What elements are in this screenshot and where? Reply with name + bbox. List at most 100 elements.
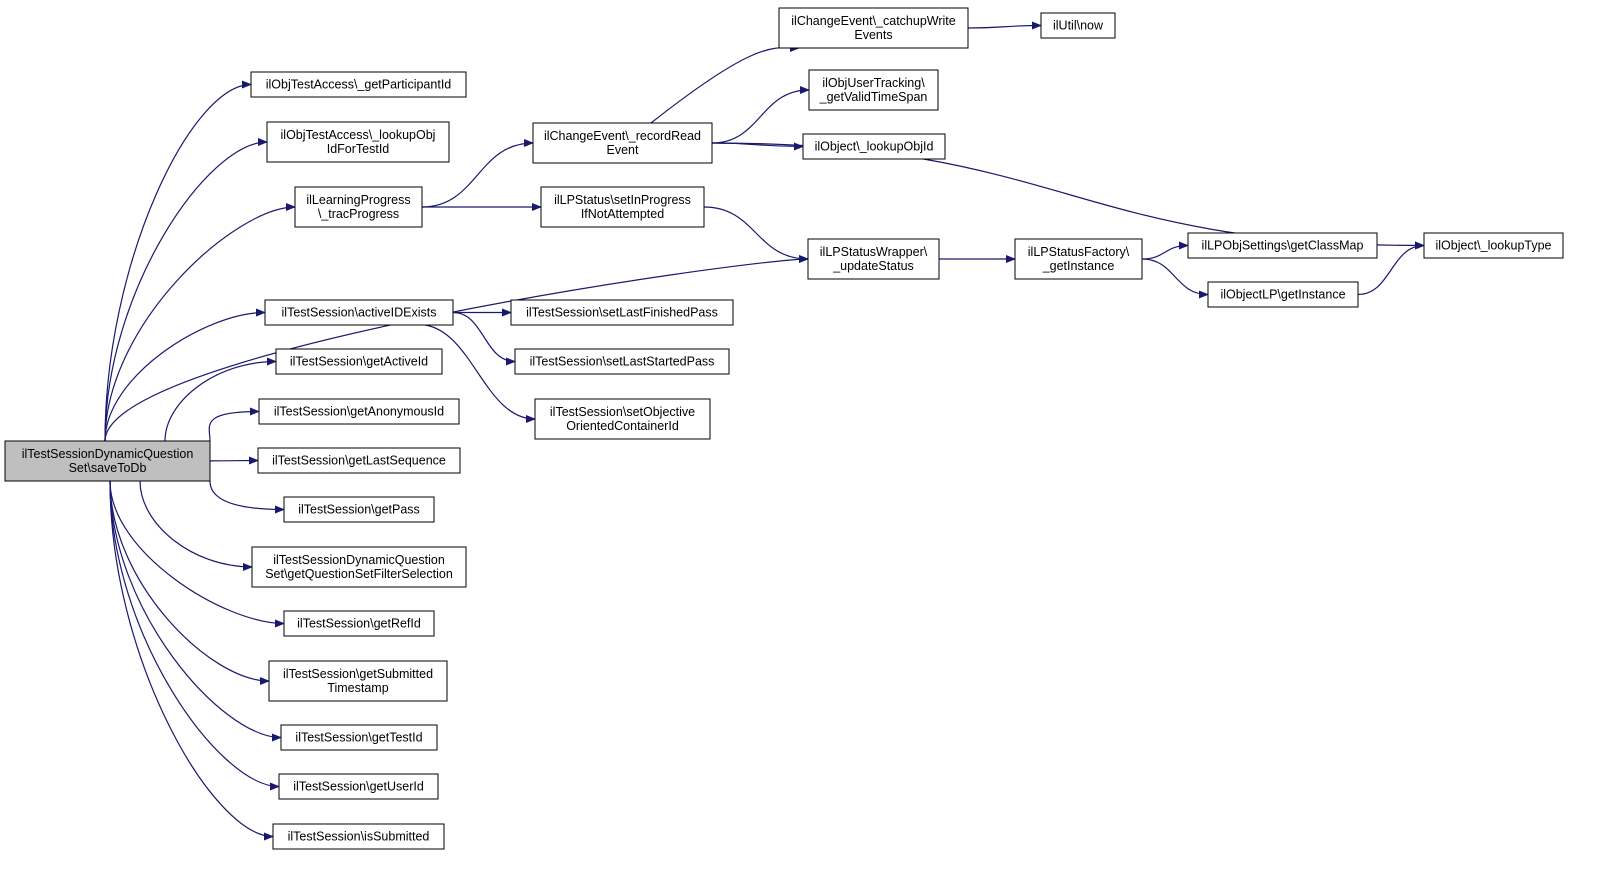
node-box bbox=[266, 121, 450, 163]
node-getPass[interactable]: ilTestSession\getPass bbox=[283, 496, 435, 523]
node-label: ilTestSessionDynamicQuestion bbox=[22, 447, 194, 461]
node-label: ilTestSession\getAnonymousId bbox=[274, 405, 444, 419]
node-box bbox=[510, 299, 734, 326]
node-label: ilLPObjSettings\getClassMap bbox=[1202, 239, 1364, 253]
node-label: ilLPStatus\setInProgress bbox=[554, 193, 691, 207]
edge-root-to-getActiveId bbox=[164, 357, 277, 442]
node-label: ilLearningProgress bbox=[306, 193, 410, 207]
node-label: IdForTestId bbox=[327, 142, 390, 156]
node-getUserId[interactable]: ilTestSession\getUserId bbox=[278, 773, 439, 800]
node-box bbox=[278, 773, 439, 800]
node-box bbox=[1040, 12, 1116, 39]
node-box bbox=[283, 496, 435, 523]
node-now[interactable]: ilUtil\now bbox=[1040, 12, 1116, 39]
node-label: _getInstance bbox=[1042, 259, 1115, 273]
node-label: ilTestSession\getPass bbox=[298, 503, 420, 517]
node-label: Event bbox=[607, 143, 639, 157]
node-lookupType[interactable]: ilObject\_lookupType bbox=[1423, 232, 1564, 259]
node-box bbox=[1207, 281, 1359, 308]
node-label: Set\getQuestionSetFilterSelection bbox=[265, 567, 453, 581]
edge-activeIDExists-to-setLastStartedPass bbox=[452, 311, 516, 366]
node-label: ilObjUserTracking\ bbox=[822, 76, 925, 90]
node-activeIDExists[interactable]: ilTestSession\activeIDExists bbox=[264, 299, 454, 326]
node-label: ilObject\_lookupObjId bbox=[815, 140, 934, 154]
node-label: IfNotAttempted bbox=[581, 207, 664, 221]
edge-root-to-getTestId bbox=[109, 480, 282, 742]
node-box bbox=[1423, 232, 1564, 259]
edge-root-to-getUserId bbox=[109, 480, 280, 791]
node-getInstanceFactory[interactable]: ilLPStatusFactory\_getInstance bbox=[1014, 238, 1143, 280]
node-label: ilObjectLP\getInstance bbox=[1220, 288, 1345, 302]
node-getInstanceObjectLP[interactable]: ilObjectLP\getInstance bbox=[1207, 281, 1359, 308]
edge-root-to-lookupObjIdForTestId bbox=[104, 138, 268, 442]
node-tracProgress[interactable]: ilLearningProgress\_tracProgress bbox=[294, 186, 423, 228]
node-label: ilTestSessionDynamicQuestion bbox=[273, 553, 445, 567]
node-box bbox=[280, 724, 438, 751]
node-label: ilTestSession\getRefId bbox=[297, 617, 421, 631]
edge-getInstanceObjectLP-to-lookupType bbox=[1357, 241, 1425, 296]
node-label: ilUtil\now bbox=[1053, 19, 1104, 33]
node-lookupObjId[interactable]: ilObject\_lookupObjId bbox=[802, 133, 946, 160]
node-box bbox=[264, 299, 454, 326]
edge-root-to-isSubmitted bbox=[109, 480, 274, 841]
node-label: ilTestSession\getLastSequence bbox=[272, 454, 446, 468]
node-getParticipantId[interactable]: ilObjTestAccess\_getParticipantId bbox=[250, 71, 467, 98]
node-box bbox=[257, 447, 461, 474]
node-box bbox=[294, 186, 423, 228]
edge-root-to-getRefId bbox=[109, 480, 285, 628]
node-setLastFinishedPass[interactable]: ilTestSession\setLastFinishedPass bbox=[510, 299, 734, 326]
node-getLastSequence[interactable]: ilTestSession\getLastSequence bbox=[257, 447, 461, 474]
node-isSubmitted[interactable]: ilTestSession\isSubmitted bbox=[272, 823, 445, 850]
node-label: ilChangeEvent\_recordRead bbox=[544, 129, 701, 143]
node-box bbox=[514, 348, 730, 375]
node-box bbox=[540, 186, 705, 228]
node-label: ilTestSession\getTestId bbox=[295, 731, 422, 745]
edge-catchupWriteEvents-to-now bbox=[967, 21, 1042, 30]
node-label: ilTestSession\setObjective bbox=[550, 405, 695, 419]
node-label: ilChangeEvent\_catchupWrite bbox=[791, 14, 955, 28]
node-label: ilTestSession\setLastFinishedPass bbox=[526, 306, 718, 320]
node-box bbox=[1014, 238, 1143, 280]
node-label: ilTestSession\isSubmitted bbox=[288, 830, 430, 844]
node-box bbox=[532, 122, 713, 164]
edge-getInstanceFactory-to-getClassMap bbox=[1141, 241, 1189, 260]
node-label: ilTestSession\getActiveId bbox=[290, 355, 428, 369]
node-box bbox=[1187, 232, 1378, 259]
node-label: ilObjTestAccess\_getParticipantId bbox=[266, 78, 452, 92]
node-getClassMap[interactable]: ilLPObjSettings\getClassMap bbox=[1187, 232, 1378, 259]
node-label: OrientedContainerId bbox=[566, 419, 679, 433]
node-updateStatus[interactable]: ilLPStatusWrapper\_updateStatus bbox=[807, 238, 940, 280]
node-box bbox=[808, 69, 939, 111]
node-setObjectiveOrientedContainerId[interactable]: ilTestSession\setObjectiveOrientedContai… bbox=[534, 398, 711, 440]
node-box bbox=[4, 440, 211, 482]
node-getTestId[interactable]: ilTestSession\getTestId bbox=[280, 724, 438, 751]
node-getRefId[interactable]: ilTestSession\getRefId bbox=[283, 610, 435, 637]
node-getValidTimeSpan[interactable]: ilObjUserTracking\_getValidTimeSpan bbox=[808, 69, 939, 111]
node-getActiveId[interactable]: ilTestSession\getActiveId bbox=[275, 348, 443, 375]
node-label: _updateStatus bbox=[832, 259, 914, 273]
edge-tracProgress-to-recordReadEvent bbox=[421, 139, 534, 208]
node-label: ilLPStatusWrapper\ bbox=[820, 245, 928, 259]
node-label: Events bbox=[854, 28, 892, 42]
node-box bbox=[275, 348, 443, 375]
node-box bbox=[802, 133, 946, 160]
node-getAnonymousId[interactable]: ilTestSession\getAnonymousId bbox=[258, 398, 460, 425]
node-box bbox=[250, 71, 467, 98]
node-label: ilTestSession\getUserId bbox=[293, 780, 424, 794]
node-label: _getValidTimeSpan bbox=[819, 90, 928, 104]
node-setLastStartedPass[interactable]: ilTestSession\setLastStartedPass bbox=[514, 348, 730, 375]
node-getQuestionSetFilterSelection[interactable]: ilTestSessionDynamicQuestionSet\getQuest… bbox=[251, 546, 467, 588]
node-label: ilLPStatusFactory\ bbox=[1028, 245, 1130, 259]
node-box bbox=[283, 610, 435, 637]
node-box bbox=[534, 398, 711, 440]
edge-root-to-getPass bbox=[209, 480, 285, 514]
edge-root-to-tracProgress bbox=[104, 203, 296, 442]
edge-getInstanceFactory-to-getInstanceObjectLP bbox=[1141, 258, 1209, 299]
